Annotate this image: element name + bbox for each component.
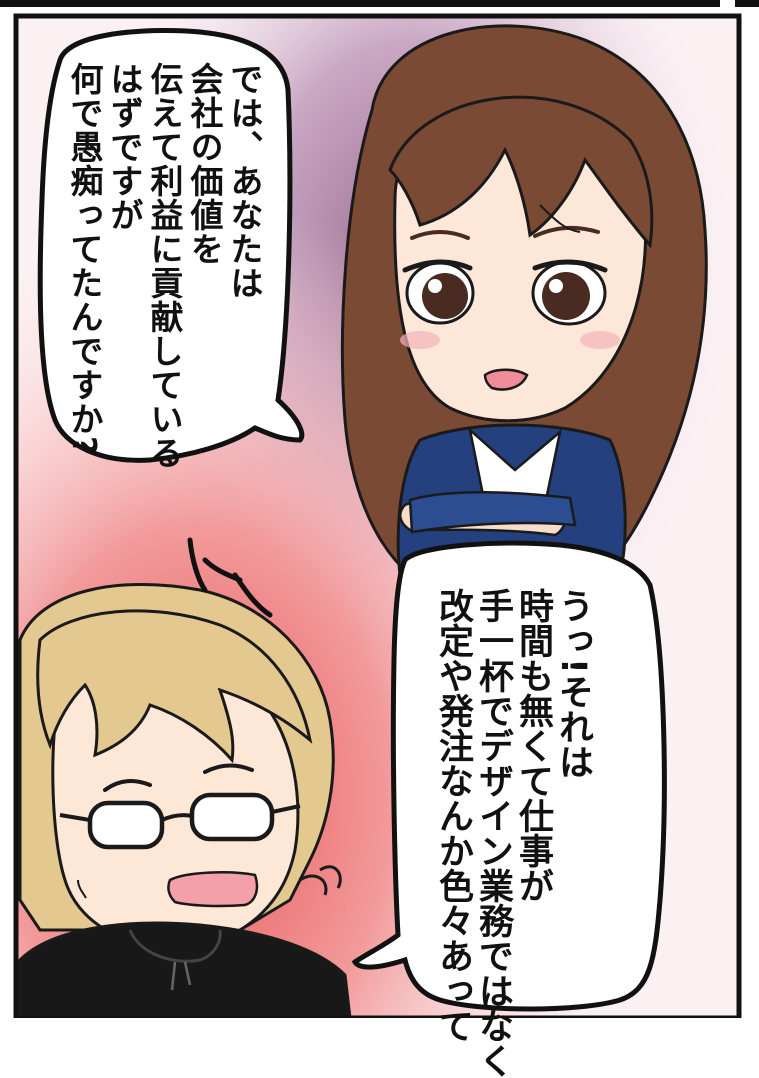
man-dialogue-line-1: うっ!それは [553, 588, 593, 779]
woman-dialogue-line-1: では、あなたは [225, 62, 264, 300]
man-dialogue-line-3: 手一杯でデザイン業務ではなく [473, 588, 513, 1078]
woman-speech-bubble [37, 27, 305, 463]
man-speech-bubble [351, 540, 667, 1012]
woman-dialogue: では、あなたは会社の価値を伝えて利益に貢献しているはずですが何で愚痴ってたんです… [64, 62, 264, 470]
panel-artwork [0, 0, 759, 1018]
man-character [18, 582, 352, 1018]
woman-dialogue-line-3: 伝えて利益に貢献している [145, 62, 184, 470]
man-dialogue-line-4: 改定や発注なんか色々あって [433, 588, 473, 1043]
man-dialogue: うっ!それは時間も無くて仕事が手一杯でデザイン業務ではなく改定や発注なんか色々あ… [433, 588, 593, 1078]
man-dialogue-line-2: 時間も無くて仕事が [513, 588, 553, 903]
agitation-marks [187, 537, 273, 618]
woman-character [340, 24, 708, 577]
woman-dialogue-line-2: 会社の価値を [185, 62, 224, 266]
woman-dialogue-line-5: 何で愚痴ってたんですか? [65, 62, 104, 457]
woman-dialogue-line-4: はずですが [105, 62, 144, 232]
